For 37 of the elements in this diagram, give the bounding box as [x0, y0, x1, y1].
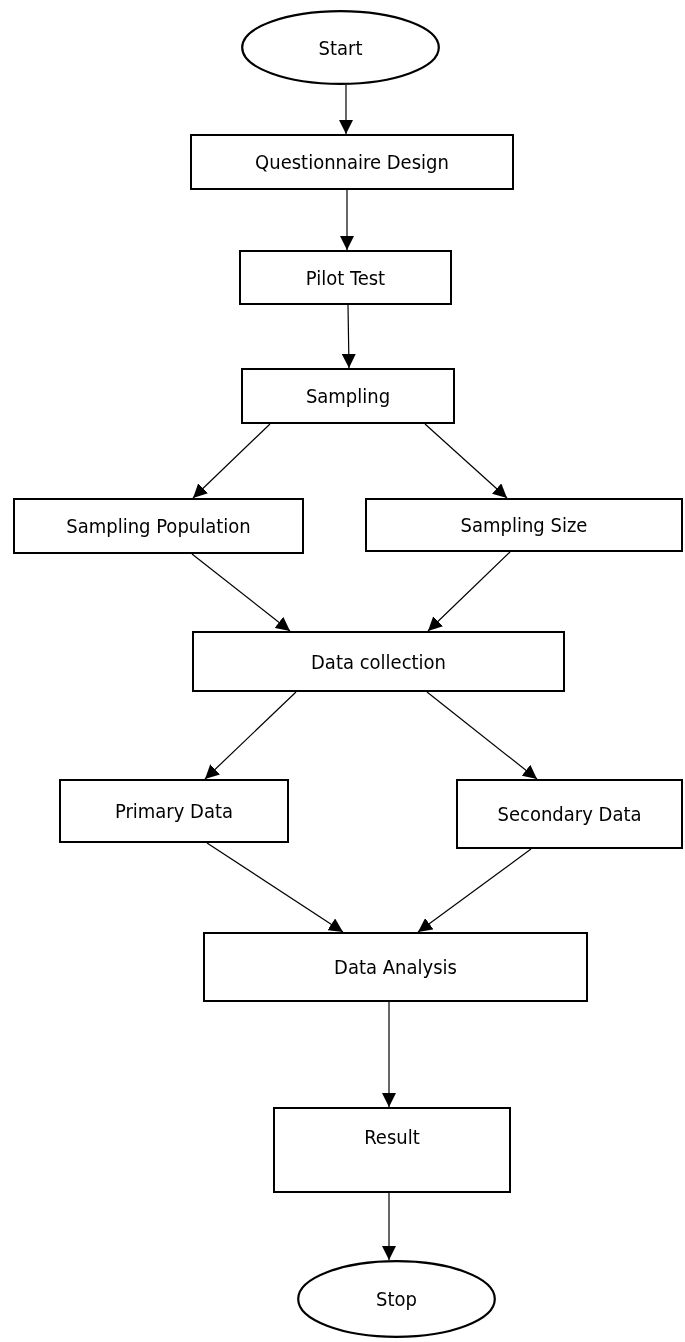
node-label: Start [318, 35, 363, 60]
node-label: Data collection [311, 649, 446, 674]
arrow [192, 423, 271, 499]
node-label: Sampling [305, 384, 391, 408]
arrow [382, 1001, 396, 1108]
terminal-ellipse [241, 10, 440, 85]
arrow [426, 691, 538, 780]
arrow [340, 189, 354, 251]
process-box [203, 932, 588, 1002]
node-label: Secondary Data [497, 802, 642, 826]
arrow [417, 848, 532, 933]
process-box [456, 779, 683, 849]
process-box [365, 498, 683, 552]
arrow [206, 842, 344, 933]
arrow [204, 691, 297, 780]
node-label: Data Analysis [334, 955, 457, 979]
node-label: Pilot Test [305, 265, 386, 290]
process-box [192, 631, 565, 692]
node-label: Stop [376, 1287, 417, 1311]
node-label: Sampling Population [66, 514, 251, 538]
arrow [424, 423, 508, 499]
arrow [341, 304, 356, 369]
process-box [239, 250, 452, 305]
process-box [59, 779, 289, 843]
process-box [190, 134, 514, 190]
node-label: Result [364, 1125, 420, 1149]
arrow [191, 553, 291, 632]
node-label: Primary Data [114, 799, 234, 823]
arrow [339, 84, 353, 135]
arrow [427, 551, 511, 632]
node-label: Sampling Size [460, 513, 588, 537]
terminal-ellipse [297, 1260, 496, 1338]
arrow [382, 1192, 396, 1261]
process-box [13, 498, 304, 554]
process-box [273, 1107, 511, 1193]
process-box [241, 368, 455, 424]
node-label: Questionnaire Design [255, 150, 449, 174]
